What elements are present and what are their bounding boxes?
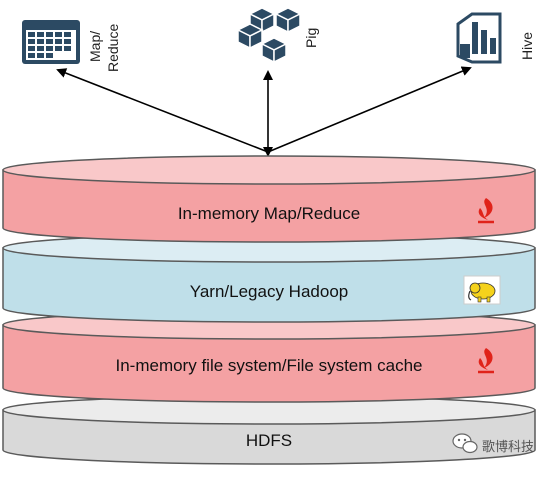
hive-label: Hive	[519, 32, 535, 60]
flame-icon	[478, 198, 494, 224]
arrow-to-hive	[267, 66, 472, 153]
layer-in-memory-fs-label: In-memory file system/File system cache	[115, 356, 422, 375]
layer-in-memory-fs: In-memory file system/File system cache	[2, 310, 536, 403]
layer-hdfs-label: HDFS	[246, 431, 292, 450]
wechat-icon	[452, 433, 478, 454]
layer-hdfs: HDFS	[2, 395, 536, 465]
flame-icon	[478, 348, 494, 374]
layer-in-memory-mapreduce-label: In-memory Map/Reduce	[178, 204, 360, 223]
layer-yarn-hadoop: Yarn/Legacy Hadoop	[2, 233, 536, 323]
connector-arrows	[56, 66, 472, 157]
watermark: 歌博科技	[452, 433, 534, 454]
bar-chart-icon	[456, 12, 502, 64]
stacked-cubes-icon	[236, 7, 302, 64]
watermark-text: 歌博科技	[482, 439, 534, 454]
mapreduce-label-line2: Reduce	[105, 24, 121, 72]
pig-label: Pig	[303, 28, 319, 48]
layer-yarn-hadoop-label: Yarn/Legacy Hadoop	[190, 282, 348, 301]
arrow-to-mapreduce	[56, 68, 269, 153]
layer-in-memory-mapreduce: In-memory Map/Reduce	[2, 155, 536, 243]
calendar-grid-icon	[22, 20, 80, 64]
hadoop-elephant-icon	[463, 275, 501, 305]
mapreduce-label-line1: Map/	[87, 31, 103, 62]
